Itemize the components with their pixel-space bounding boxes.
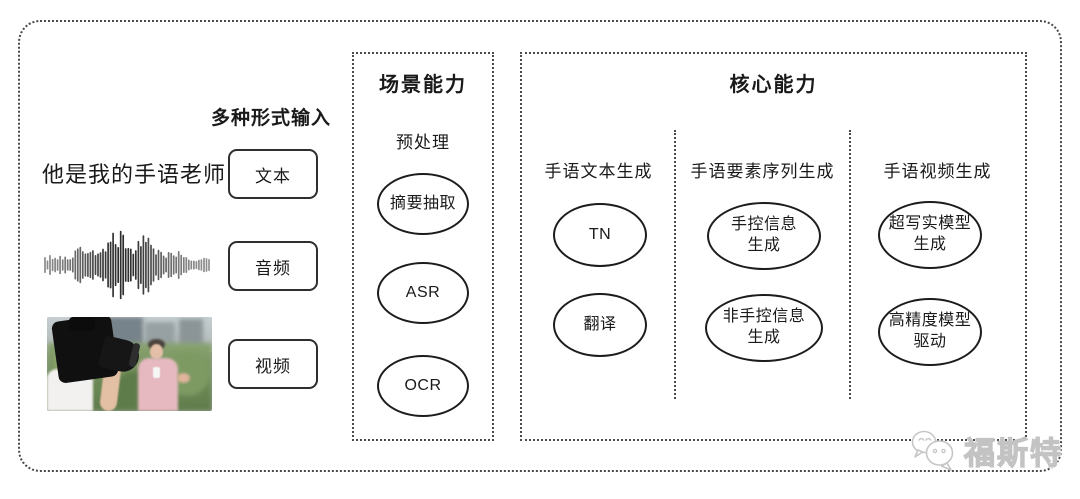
node-summary-extraction: 摘要抽取 bbox=[377, 173, 469, 235]
watermark: 福斯特 bbox=[908, 428, 1063, 473]
node-non-manual-info-generation: 非手控信息 生成 bbox=[705, 294, 823, 362]
node-manual-info-generation: 手控信息 生成 bbox=[707, 202, 821, 270]
photo-building bbox=[179, 319, 203, 347]
node-asr: ASR bbox=[377, 262, 469, 324]
watermark-text: 福斯特 bbox=[963, 435, 1063, 471]
node-translation: 翻译 bbox=[553, 293, 647, 357]
column-header-sign-text-generation: 手语文本生成 bbox=[544, 162, 653, 181]
core-box-title: 核心能力 bbox=[729, 74, 818, 96]
audio-waveform-icon bbox=[44, 230, 210, 300]
column-header-sign-video-generation: 手语视频生成 bbox=[883, 162, 992, 181]
scene-box-title: 场景能力 bbox=[379, 74, 467, 96]
scene-capability-box: 场景能力 预处理 摘要抽取 ASR OCR bbox=[352, 52, 494, 441]
input-box-text: 文本 bbox=[228, 149, 318, 199]
core-capability-box: 核心能力 手语文本生成 手语要素序列生成 手语视频生成 TN 翻译 手控信息 生… bbox=[520, 52, 1027, 441]
node-hyperrealistic-model-generation: 超写实模型 生成 bbox=[878, 201, 982, 269]
reporter-filming-photo bbox=[47, 317, 212, 411]
preprocess-label: 预处理 bbox=[396, 133, 450, 152]
column-header-sign-element-sequence-generation: 手语要素序列生成 bbox=[690, 162, 835, 181]
input-section-title: 多种形式输入 bbox=[210, 108, 331, 129]
node-ocr: OCR bbox=[377, 355, 469, 417]
input-box-video-label: 视频 bbox=[255, 356, 291, 376]
input-box-audio-label: 音频 bbox=[255, 258, 291, 278]
outer-dotted-border bbox=[18, 20, 1062, 472]
photo-microphone bbox=[153, 367, 160, 378]
photo-camera-viewfinder bbox=[69, 317, 95, 331]
column-divider bbox=[674, 130, 676, 399]
input-box-video: 视频 bbox=[228, 339, 318, 389]
sample-sentence: 他是我的手语老师 bbox=[42, 162, 227, 187]
wechat-icon bbox=[911, 430, 954, 471]
photo-person-head bbox=[150, 344, 163, 359]
column-divider bbox=[849, 130, 851, 399]
node-high-precision-model-driving: 高精度模型 驱动 bbox=[878, 298, 982, 366]
photo-person-jacket bbox=[138, 358, 178, 411]
input-box-text-label: 文本 bbox=[255, 166, 291, 186]
input-box-audio: 音频 bbox=[228, 241, 318, 291]
node-tn: TN bbox=[553, 203, 647, 267]
photo-person-hand bbox=[177, 373, 190, 383]
